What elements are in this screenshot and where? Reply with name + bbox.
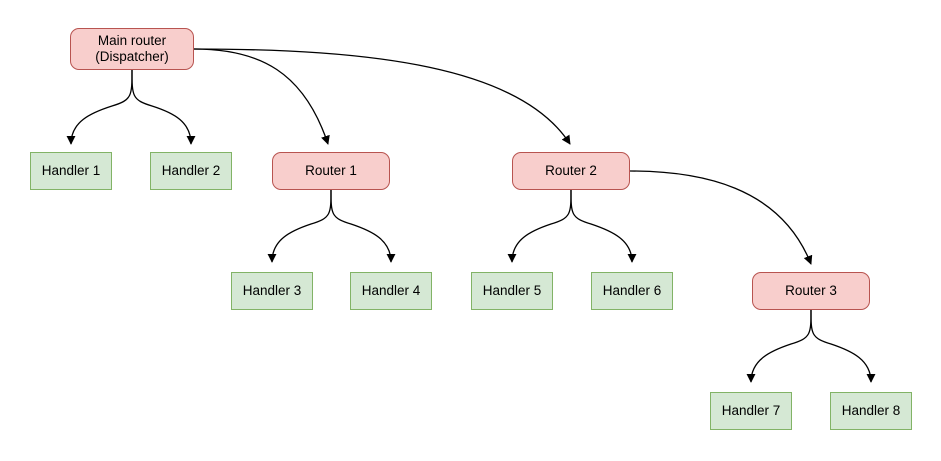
node-handler-8[interactable]: Handler 8	[830, 392, 912, 430]
node-label: Main router (Dispatcher)	[95, 32, 169, 64]
edge-main-to-router1	[193, 48, 330, 145]
node-handler-1[interactable]: Handler 1	[30, 152, 112, 190]
edge-router2-to-handler5	[507, 189, 572, 263]
node-label: Router 3	[785, 282, 837, 298]
edge-main-to-router2	[193, 48, 571, 145]
edge-main-to-handler1	[66, 69, 133, 145]
node-handler-2[interactable]: Handler 2	[150, 152, 232, 190]
node-handler-3[interactable]: Handler 3	[231, 272, 313, 310]
node-label: Handler 6	[602, 282, 662, 298]
node-router-2[interactable]: Router 2	[512, 152, 630, 190]
node-label: Handler 1	[41, 162, 101, 178]
node-router-3[interactable]: Router 3	[752, 272, 870, 310]
node-label: Router 1	[305, 162, 357, 178]
edge-router3-to-handler7	[746, 309, 812, 383]
edge-main-to-handler2	[131, 69, 196, 145]
node-main-router[interactable]: Main router (Dispatcher)	[70, 28, 194, 70]
node-handler-4[interactable]: Handler 4	[350, 272, 432, 310]
node-label: Handler 8	[841, 402, 901, 418]
node-handler-5[interactable]: Handler 5	[471, 272, 553, 310]
edge-router2-to-handler6	[570, 189, 637, 263]
node-label: Handler 7	[721, 402, 781, 418]
node-label: Handler 3	[242, 282, 302, 298]
node-label: Handler 4	[361, 282, 421, 298]
node-router-1[interactable]: Router 1	[272, 152, 390, 190]
edge-router1-to-handler3	[267, 189, 332, 263]
node-label: Router 2	[545, 162, 597, 178]
edge-router1-to-handler4	[330, 189, 396, 263]
node-label: Handler 5	[482, 282, 542, 298]
node-handler-6[interactable]: Handler 6	[591, 272, 673, 310]
node-handler-7[interactable]: Handler 7	[710, 392, 792, 430]
edge-router3-to-handler8	[810, 309, 876, 383]
node-label: Handler 2	[161, 162, 221, 178]
edge-router2-to-router3	[629, 170, 813, 265]
